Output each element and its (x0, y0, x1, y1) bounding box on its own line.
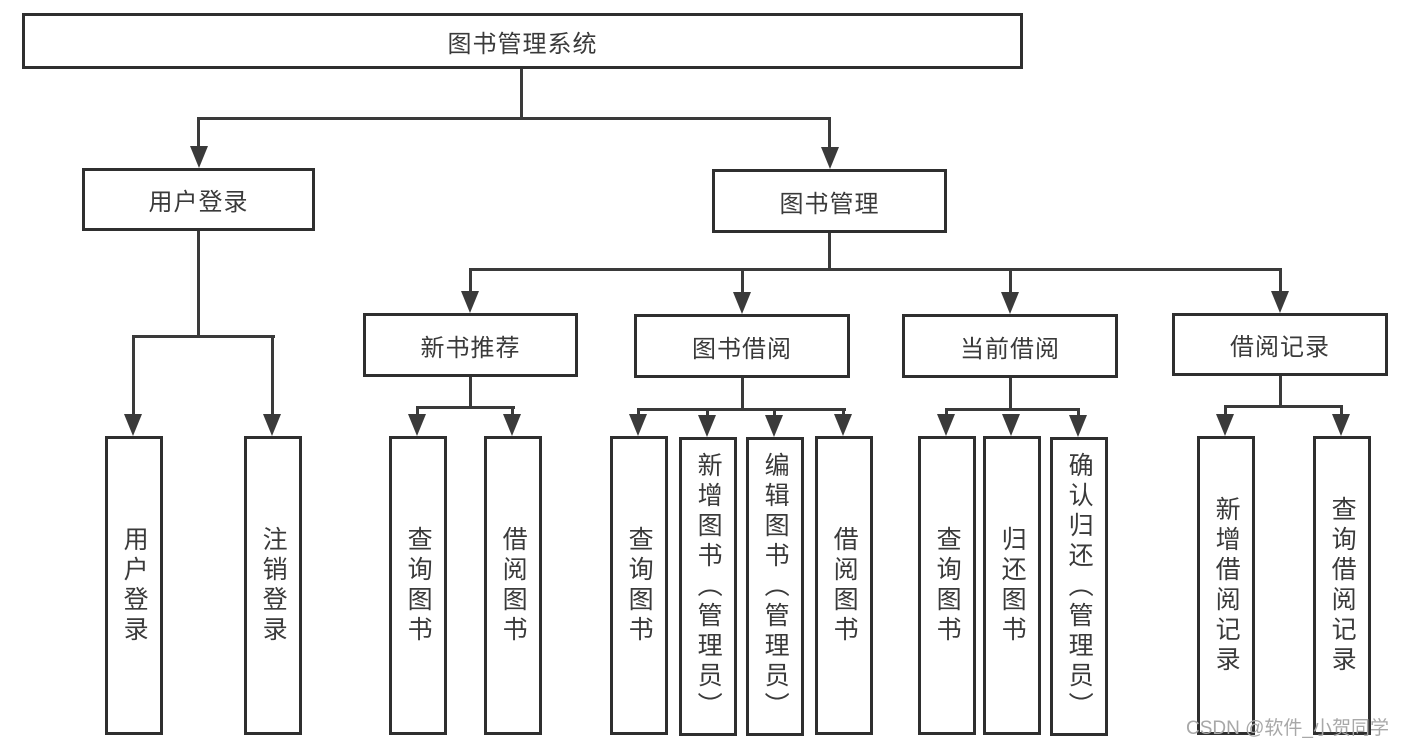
connector-line (469, 268, 1282, 271)
connector-line (271, 335, 274, 416)
connector-line (1009, 268, 1012, 295)
node-new-book-recommend: 新书推荐 (363, 313, 578, 377)
connector-line (416, 406, 515, 409)
connector-line (637, 408, 846, 411)
connector-line (1279, 268, 1282, 294)
connector-line (741, 378, 744, 411)
leaf-current-query-books: 查询图书 (918, 436, 976, 735)
arrowhead-down-icon (503, 414, 521, 436)
arrowhead-down-icon (408, 414, 426, 436)
arrowhead-down-icon (1002, 414, 1020, 436)
leaf-edit-books-admin: 编辑图书（管理员） (746, 437, 804, 736)
leaf-label: 归还图书 (998, 525, 1027, 646)
arrowhead-down-icon (821, 147, 839, 169)
node-user-login: 用户登录 (82, 168, 315, 231)
arrowhead-down-icon (629, 414, 647, 436)
arrowhead-down-icon (461, 291, 479, 313)
leaf-return-books: 归还图书 (983, 436, 1041, 735)
leaf-label: 新增图书（管理员） (694, 451, 723, 722)
connector-line (1009, 378, 1012, 411)
arrowhead-down-icon (1001, 292, 1019, 314)
arrowhead-down-icon (765, 415, 783, 437)
connector-line (828, 117, 831, 150)
arrowhead-down-icon (1332, 414, 1350, 436)
connector-line (637, 408, 640, 418)
connector-line (469, 268, 472, 294)
connector-line (197, 117, 831, 120)
arrowhead-down-icon (190, 146, 208, 168)
connector-line (416, 406, 419, 418)
connector-line (1224, 405, 1227, 418)
connector-line (520, 69, 523, 118)
leaf-add-borrow-record: 新增借阅记录 (1197, 436, 1255, 735)
leaf-label: 借阅图书 (499, 525, 528, 646)
connector-line (741, 268, 744, 295)
node-root: 图书管理系统 (22, 13, 1023, 69)
leaf-label: 查询图书 (404, 525, 433, 646)
connector-line (828, 233, 831, 271)
leaf-borrow-query-books: 查询图书 (610, 436, 668, 735)
arrowhead-down-icon (263, 414, 281, 436)
leaf-label: 借阅图书 (830, 525, 859, 646)
connector-line (197, 117, 200, 149)
connector-line (1224, 405, 1343, 408)
connector-line (1279, 376, 1282, 408)
node-borrow-record: 借阅记录 (1172, 313, 1388, 376)
leaf-confirm-return-admin: 确认归还（管理员） (1050, 437, 1108, 736)
connector-line (945, 408, 948, 418)
connector-line (132, 335, 275, 338)
leaf-label: 用户登录 (120, 525, 149, 646)
node-book-borrow: 图书借阅 (634, 314, 850, 378)
connector-line (706, 408, 709, 418)
leaf-label: 查询借阅记录 (1328, 495, 1357, 676)
leaf-logout: 注销登录 (244, 436, 302, 735)
csdn-watermark: CSDN @软件_小贺同学 (1186, 718, 1389, 739)
arrowhead-down-icon (1216, 414, 1234, 436)
arrowhead-down-icon (1069, 415, 1087, 437)
arrowhead-down-icon (834, 414, 852, 436)
arrowhead-down-icon (937, 414, 955, 436)
leaf-label: 确认归还（管理员） (1065, 451, 1094, 722)
leaf-newbook-borrow-books: 借阅图书 (484, 436, 542, 735)
connector-line (945, 408, 1080, 411)
connector-line (511, 406, 514, 418)
connector-line (132, 335, 135, 416)
leaf-label: 查询图书 (625, 525, 654, 646)
leaf-label: 编辑图书（管理员） (761, 451, 790, 722)
leaf-label: 查询图书 (933, 525, 962, 646)
connector-line (773, 408, 776, 418)
node-current-borrow: 当前借阅 (902, 314, 1118, 378)
arrowhead-down-icon (733, 292, 751, 314)
leaf-borrow-books: 借阅图书 (815, 436, 873, 735)
leaf-newbook-query-books: 查询图书 (389, 436, 447, 735)
connector-line (842, 408, 845, 418)
leaf-add-books-admin: 新增图书（管理员） (679, 437, 737, 736)
arrowhead-down-icon (698, 415, 716, 437)
connector-line (469, 377, 472, 409)
connector-line (197, 231, 200, 336)
arrowhead-down-icon (1271, 291, 1289, 313)
leaf-label: 新增借阅记录 (1212, 495, 1241, 676)
leaf-query-borrow-record: 查询借阅记录 (1313, 436, 1371, 735)
connector-line (1077, 408, 1080, 418)
leaf-label: 注销登录 (259, 525, 288, 646)
leaf-user-login: 用户登录 (105, 436, 163, 735)
arrowhead-down-icon (124, 414, 142, 436)
node-book-management: 图书管理 (712, 169, 947, 233)
connector-line (1340, 405, 1343, 418)
